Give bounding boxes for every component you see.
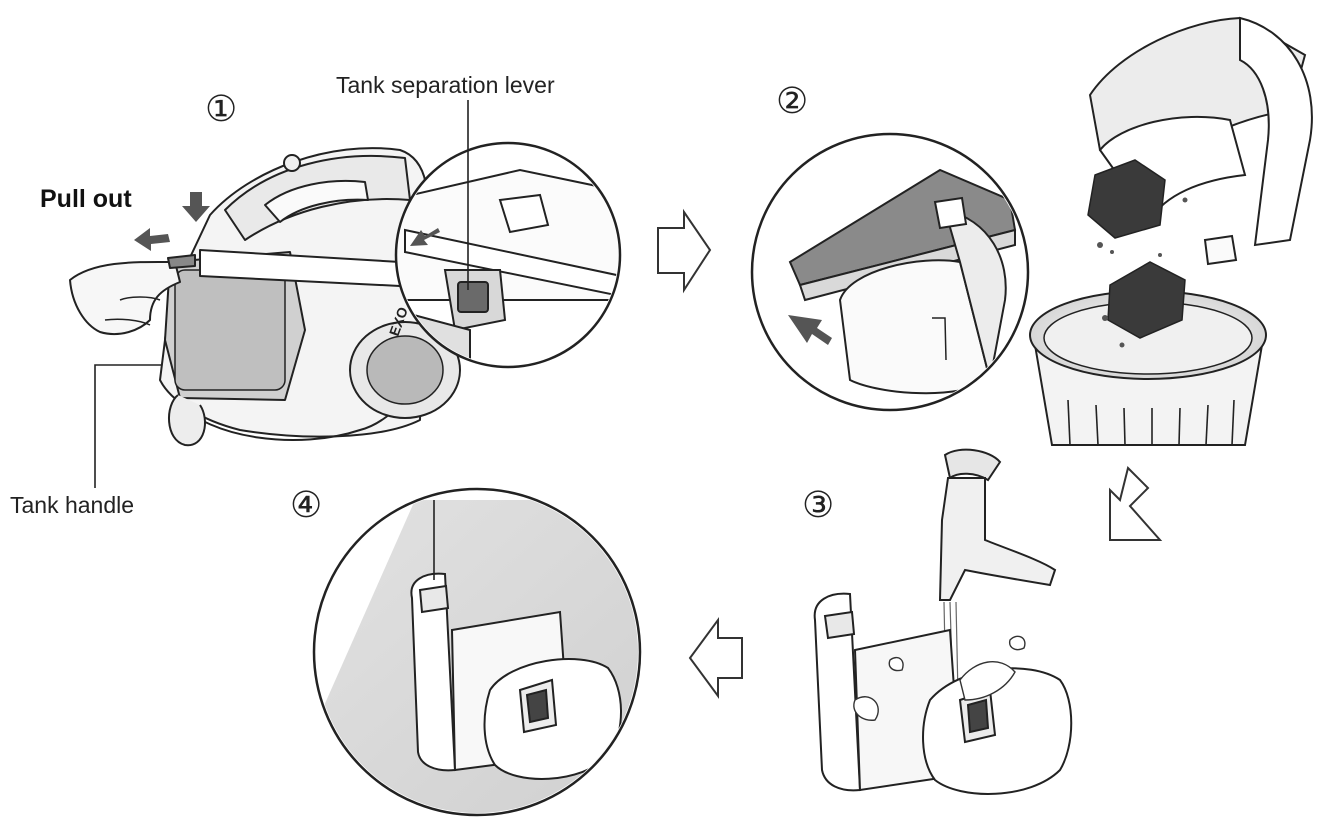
inverted-tank-illustration	[1088, 16, 1313, 266]
step-4-number: ④	[290, 485, 323, 526]
dirt-clumps	[1087, 159, 1188, 348]
step-3-number: ③	[802, 485, 835, 526]
step-1-number: ①	[205, 89, 238, 130]
hollow-arrow-right-icon	[657, 208, 712, 294]
lever-zoom-circle: EXO	[386, 141, 622, 369]
tank-drying-zoom-circle	[312, 487, 642, 817]
hollow-arrow-down-left-icon	[1109, 466, 1163, 541]
tank-washing-illustration	[813, 592, 1073, 795]
tank-handle-label: Tank handle	[10, 492, 135, 518]
faucet-illustration	[938, 448, 1057, 601]
water-splash	[853, 635, 1026, 721]
vacuum-cleaner-illustration	[69, 147, 461, 447]
tank-separation-lever-label: Tank separation lever	[336, 72, 555, 98]
solid-arrow-icon	[410, 228, 440, 246]
solid-arrow-icon	[788, 315, 832, 345]
tank-handle-leader	[94, 364, 162, 488]
pull-out-label: Pull out	[40, 185, 132, 213]
solid-arrow-icon	[134, 192, 210, 251]
step-2-number: ②	[776, 81, 809, 122]
hollow-arrow-left-icon	[688, 616, 743, 700]
tank-open-zoom-circle	[750, 132, 1030, 412]
